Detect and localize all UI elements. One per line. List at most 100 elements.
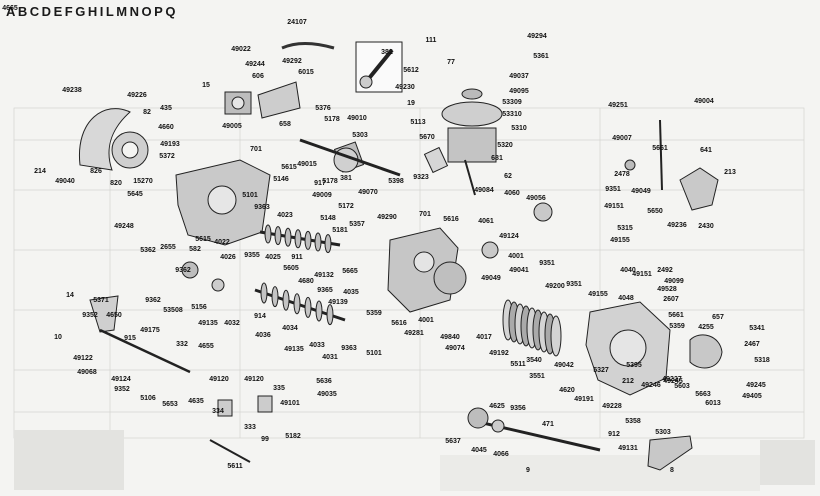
rod-big-end-shape xyxy=(359,75,373,89)
part-number-label: 5341 xyxy=(749,325,765,332)
part-number-label: 5376 xyxy=(315,105,331,112)
part-number-label: 606 xyxy=(252,73,264,80)
part-number-label: 701 xyxy=(250,146,262,153)
water-pump-shape xyxy=(689,334,723,369)
part-number-label: 49228 xyxy=(602,403,622,410)
main-shaft-gear xyxy=(324,234,332,254)
part-number-label: 5637 xyxy=(445,438,461,445)
part-number-label: 49155 xyxy=(610,237,630,244)
part-number-label: 2467 xyxy=(744,341,760,348)
section-letter: Q xyxy=(165,4,176,19)
part-number-label: 4023 xyxy=(277,212,293,219)
part-number-label: 49245 xyxy=(746,382,766,389)
part-number-label: 49068 xyxy=(77,369,97,376)
part-number-label: 5361 xyxy=(533,53,549,60)
stator-cover-shape xyxy=(78,108,131,171)
part-number-label: 9363 xyxy=(254,204,270,211)
selector-shaft-shape xyxy=(99,328,191,374)
crank-shaft-shape xyxy=(299,138,401,177)
flywheel-hub-shape xyxy=(121,141,139,159)
part-number-label: 49193 xyxy=(160,141,180,148)
part-number-label: 332 xyxy=(176,341,188,348)
part-number-label: 5181 xyxy=(332,227,348,234)
part-number-label: 5303 xyxy=(352,132,368,139)
part-number-label: 6013 xyxy=(705,400,721,407)
part-number-label: 5148 xyxy=(320,215,336,222)
part-number-label: 5616 xyxy=(391,320,407,327)
part-number-label: 49022 xyxy=(231,46,251,53)
part-number-label: 49004 xyxy=(694,98,714,105)
part-number-label: 5665 xyxy=(342,268,358,275)
part-number-label: 4031 xyxy=(322,354,338,361)
section-letter: B xyxy=(17,4,28,19)
part-number-label: 658 xyxy=(279,121,291,128)
part-number-label: 4032 xyxy=(224,320,240,327)
part-number-label: 5156 xyxy=(191,304,207,311)
part-number-label: 826 xyxy=(90,168,102,175)
part-number-label: 5303 xyxy=(655,429,671,436)
part-number-label: 49227 xyxy=(662,376,682,383)
section-letter: D xyxy=(41,4,52,19)
part-number-label: 5358 xyxy=(625,418,641,425)
selector-fork-shape xyxy=(217,399,233,417)
part-number-label: 49009 xyxy=(312,192,332,199)
part-number-label: 334 xyxy=(212,408,224,415)
part-number-label: 4017 xyxy=(476,334,492,341)
part-number-label: 49037 xyxy=(509,73,529,80)
part-number-label: 4655 xyxy=(198,343,214,350)
balancer-gear-shape xyxy=(533,202,553,222)
part-number-label: 49294 xyxy=(527,33,547,40)
section-letter: M xyxy=(116,4,128,19)
part-number-label: 5372 xyxy=(159,153,175,160)
part-number-label: 4048 xyxy=(618,295,634,302)
clutch-cover-boss-shape xyxy=(609,329,647,367)
part-number-label: 5182 xyxy=(285,433,301,440)
section-letter: A xyxy=(6,4,16,19)
part-number-label: 49236 xyxy=(667,222,687,229)
part-number-label: 24107 xyxy=(287,19,307,26)
part-number-label: 9352 xyxy=(114,386,130,393)
part-number-label: 49042 xyxy=(554,362,574,369)
section-letter: F xyxy=(64,4,74,19)
lay-shaft-gear xyxy=(282,289,290,311)
part-number-label: 4040 xyxy=(620,267,636,274)
part-number-label: 5511 xyxy=(510,361,525,368)
part-number-label: 5178 xyxy=(324,116,340,123)
part-number-label: 49010 xyxy=(347,115,367,122)
part-number-label: 3540 xyxy=(526,357,542,364)
part-number-label: 2430 xyxy=(698,223,714,230)
part-number-label: 49120 xyxy=(244,376,264,383)
part-number-label: 111 xyxy=(426,37,437,44)
part-number-label: 49035 xyxy=(317,391,337,398)
part-number-label: 49175 xyxy=(140,327,160,334)
pump-housing-shape xyxy=(679,167,719,211)
carburetor-bore-shape xyxy=(231,96,245,110)
part-number-label: 49049 xyxy=(631,188,651,195)
lay-shaft-gear xyxy=(293,293,301,315)
section-letter: L xyxy=(105,4,115,19)
part-number-label: 49191 xyxy=(574,396,594,403)
part-number-label: 4022 xyxy=(214,239,230,246)
part-number-label: 5315 xyxy=(617,225,633,232)
section-letter: O xyxy=(141,4,153,19)
selector-rod-shape xyxy=(209,439,251,463)
main-shaft-gear xyxy=(264,224,272,244)
part-number-label: 53508 xyxy=(163,307,183,314)
part-number-label: 5362 xyxy=(140,247,156,254)
part-number-label: 911 xyxy=(291,254,302,261)
part-number-label: 9362 xyxy=(145,297,161,304)
part-number-label: 49135 xyxy=(284,346,304,353)
section-letter: I xyxy=(99,4,104,19)
right-bearing-bore-shape xyxy=(413,251,435,273)
part-number-label: 10 xyxy=(54,334,62,341)
part-number-label: 49151 xyxy=(604,203,624,210)
part-number-label: 49074 xyxy=(445,345,465,352)
part-number-label: 5359 xyxy=(669,323,685,330)
kick-lever-shape xyxy=(647,435,693,471)
part-number-label: 4660 xyxy=(158,124,174,131)
part-number-label: 333 xyxy=(244,424,256,431)
stud-shape xyxy=(464,159,476,196)
part-number-label: 5398 xyxy=(388,178,404,185)
main-shaft-gear xyxy=(304,230,312,250)
